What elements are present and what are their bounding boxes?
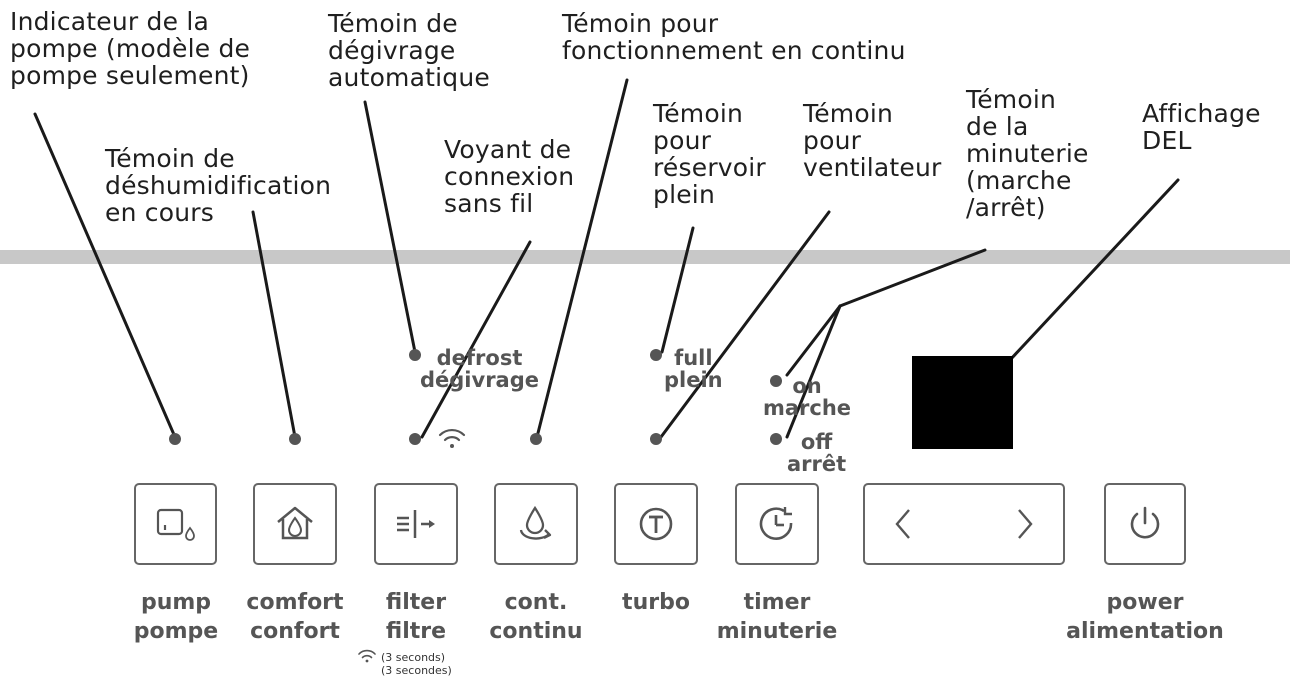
leader-timer-on xyxy=(785,304,842,377)
home-drop-icon xyxy=(277,506,313,540)
pump-icon xyxy=(156,508,195,541)
pump-button-label: pump pompe xyxy=(133,590,219,644)
drop-cycle-icon xyxy=(519,505,552,540)
callout-display: Affichage DEL xyxy=(1142,99,1261,155)
wifi-small-icon xyxy=(358,649,376,663)
leader-full xyxy=(660,226,695,354)
callout-wifi: Voyant de connexion sans fil xyxy=(444,135,575,218)
pump-indicator-dot xyxy=(169,433,181,445)
power-button[interactable] xyxy=(1104,483,1186,565)
full-indicator-label: full plein xyxy=(664,346,723,392)
continuous-button-label: cont. continu xyxy=(489,590,583,644)
timer-off-indicator-dot xyxy=(770,433,782,445)
callout-pump-indicator: Indicateur de la pompe (modèle de pompe … xyxy=(10,7,251,90)
wifi-icon xyxy=(438,428,466,448)
continuous-button[interactable] xyxy=(494,483,578,565)
fan-indicator-dot xyxy=(650,433,662,445)
full-indicator-dot xyxy=(650,349,662,361)
filter-note: (3 seconds) (3 secondes) xyxy=(381,651,452,677)
power-button-label: power alimentation xyxy=(1066,590,1224,644)
defrost-indicator-label: defrost dégivrage xyxy=(420,346,539,392)
turbo-icon xyxy=(639,507,673,541)
wifi-indicator-dot xyxy=(409,433,421,445)
filter-button-label: filter filtre xyxy=(385,590,447,644)
callout-fan: Témoin pour ventilateur xyxy=(803,99,942,182)
led-display xyxy=(912,356,1013,449)
continuous-indicator-dot xyxy=(530,433,542,445)
leader-wifi xyxy=(420,240,532,439)
turbo-button-label: turbo xyxy=(622,590,690,615)
callout-tank-full: Témoin pour réservoir plein xyxy=(653,99,766,209)
leader-dehumidifying xyxy=(251,210,297,439)
timer-icon xyxy=(759,507,793,540)
comfort-button[interactable] xyxy=(253,483,337,565)
power-icon xyxy=(1130,506,1160,539)
dehumidifying-indicator-dot xyxy=(289,433,301,445)
timer-button[interactable] xyxy=(735,483,819,565)
leader-defrost xyxy=(363,100,417,354)
timer-on-label: on marche xyxy=(763,374,852,420)
pump-button[interactable] xyxy=(134,483,217,565)
panel-divider xyxy=(0,250,1290,264)
turbo-button[interactable] xyxy=(614,483,698,565)
callout-dehumidifying: Témoin de déshumidification en cours xyxy=(105,144,332,227)
chevron-right-icon[interactable] xyxy=(1013,506,1037,542)
arrow-buttons[interactable] xyxy=(863,483,1065,565)
timer-button-label: timer minuterie xyxy=(716,590,838,644)
callout-continuous: Témoin pour fonctionnement en continu xyxy=(562,9,906,65)
defrost-indicator-dot xyxy=(409,349,421,361)
timer-on-indicator-dot xyxy=(770,375,782,387)
filter-icon xyxy=(397,510,435,538)
chevron-left-icon[interactable] xyxy=(891,506,915,542)
callout-timer: Témoin de la minuterie (marche /arrêt) xyxy=(966,85,1089,222)
timer-off-label: off arrêt xyxy=(787,430,847,476)
callout-auto-defrost: Témoin de dégivrage automatique xyxy=(328,9,490,92)
filter-button[interactable] xyxy=(374,483,458,565)
comfort-button-label: comfort confort xyxy=(246,590,344,644)
